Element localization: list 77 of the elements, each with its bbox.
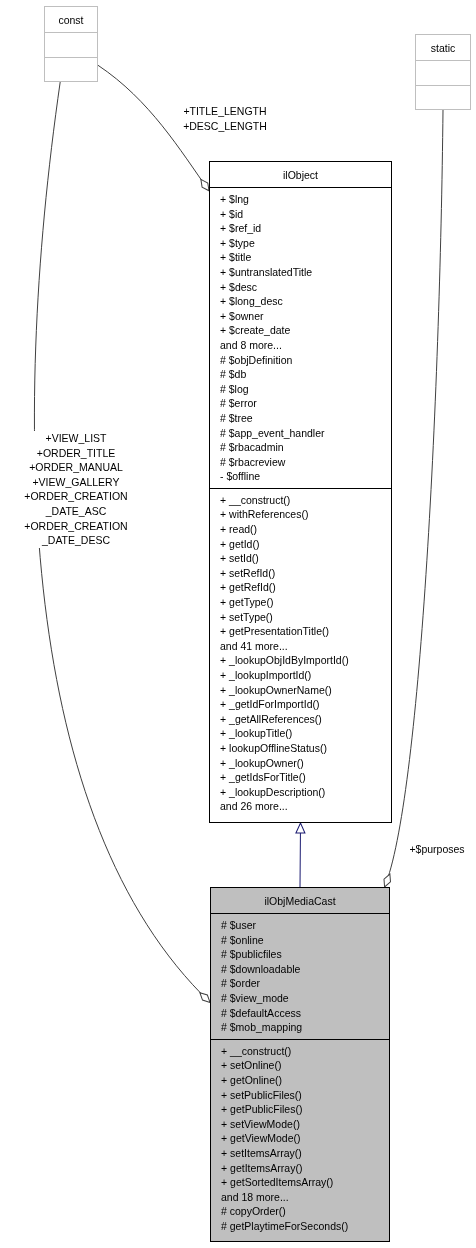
class-box — [209, 161, 392, 823]
method-text: + getId() — [220, 536, 260, 552]
class-box — [44, 6, 98, 82]
edge-label: +VIEW_LIST +ORDER_TITLE +ORDER_MANUAL +VIEW_GALLERY +ORDER_CREATION _DATE_ASC +ORDER_CREATION _DATE_DESC — [24, 431, 128, 548]
attribute-text: + $untranslatedTitle — [220, 264, 313, 280]
attribute-text: # $publicfiles — [221, 947, 282, 962]
aggregation-connector — [97, 64, 210, 192]
attribute-text: # $rbacadmin — [220, 440, 284, 455]
method-text: + setId() — [220, 551, 259, 566]
attribute-text: # $user — [221, 918, 257, 933]
method-text: + getItemsArray() — [221, 1160, 303, 1176]
edge-label: +TITLE_LENGTH +DESC_LENGTH — [183, 104, 267, 134]
method-text: and 26 more... — [220, 799, 288, 814]
method-text: + setOnline() — [221, 1058, 282, 1073]
method-text: + setType() — [220, 609, 273, 625]
attribute-text: # $objDefinition — [220, 352, 293, 368]
method-text: + getSortedItemsArray() — [221, 1175, 334, 1190]
class-box — [210, 887, 390, 1242]
method-text: + setRefId() — [220, 565, 276, 581]
method-text: + _getIdForImportId() — [220, 697, 320, 712]
attribute-text: + $type — [220, 235, 255, 251]
attribute-text: # $log — [220, 381, 249, 397]
method-text: # getPlaytimeForSeconds() — [221, 1218, 349, 1234]
attribute-text: + $id — [220, 206, 244, 222]
method-text: + _getAllReferences() — [220, 711, 322, 727]
method-text: + __construct() — [221, 1043, 292, 1059]
method-text: + setItemsArray() — [221, 1145, 302, 1161]
edge-label: +$purposes — [409, 842, 465, 857]
method-text: + getRefId() — [220, 580, 276, 596]
method-text: + getViewMode() — [221, 1131, 301, 1146]
attribute-text: # $view_mode — [221, 990, 289, 1006]
method-text: + _lookupDescription() — [220, 784, 326, 800]
method-text: + withReferences() — [220, 507, 309, 523]
attribute-text: # $app_event_handler — [220, 425, 325, 441]
attribute-text: # $downloadable — [221, 961, 301, 977]
method-text: + __construct() — [220, 492, 291, 508]
method-text: + _lookupOwnerName() — [220, 682, 332, 698]
attribute-text: + $lng — [220, 192, 249, 207]
attribute-text: + $long_desc — [220, 294, 283, 309]
attribute-text: - $offline — [220, 469, 261, 484]
method-text: and 41 more... — [220, 638, 288, 654]
attribute-text: # $error — [220, 396, 257, 411]
method-text: + setViewMode() — [221, 1116, 300, 1132]
aggregation-connector — [382, 109, 444, 888]
method-text: + _lookupOwner() — [220, 755, 304, 771]
attribute-text: # $defaultAccess — [221, 1005, 301, 1021]
method-text: # copyOrder() — [221, 1204, 286, 1219]
attribute-text: # $mob_mapping — [221, 1020, 303, 1035]
inheritance-arrow — [295, 822, 306, 888]
attribute-text: + $create_date — [220, 323, 291, 338]
method-text: + getPublicFiles() — [221, 1102, 303, 1117]
attribute-text: + $title — [220, 250, 252, 265]
class-name: static — [430, 40, 456, 55]
method-text: + getPresentationTitle() — [220, 624, 330, 639]
method-text: and 18 more... — [221, 1189, 289, 1205]
attribute-text: # $db — [220, 367, 247, 382]
class-box — [415, 34, 471, 110]
method-text: + read() — [220, 522, 258, 537]
attribute-text: and 8 more... — [220, 337, 282, 353]
attribute-text: + $ref_id — [220, 221, 262, 236]
attribute-text: # $rbacreview — [220, 454, 286, 470]
attribute-text: + $desc — [220, 279, 258, 295]
class-name: ilObject — [283, 167, 318, 182]
method-text: + setPublicFiles() — [221, 1087, 302, 1103]
attribute-text: # $tree — [220, 410, 253, 426]
method-text: + lookupOfflineStatus() — [220, 740, 327, 756]
method-text: + _lookupImportId() — [220, 668, 312, 683]
attribute-text: + $owner — [220, 308, 264, 324]
method-text: + _lookupObjIdByImportId() — [220, 653, 349, 668]
method-text: + getOnline() — [221, 1072, 282, 1088]
method-text: + _lookupTitle() — [220, 726, 293, 741]
method-text: + _getIdsForTitle() — [220, 770, 306, 785]
class-name: const — [58, 12, 84, 27]
class-name: ilObjMediaCast — [264, 893, 336, 908]
method-text: + getType() — [220, 595, 274, 610]
attribute-text: # $online — [221, 932, 264, 948]
attribute-text: # $order — [221, 976, 261, 991]
